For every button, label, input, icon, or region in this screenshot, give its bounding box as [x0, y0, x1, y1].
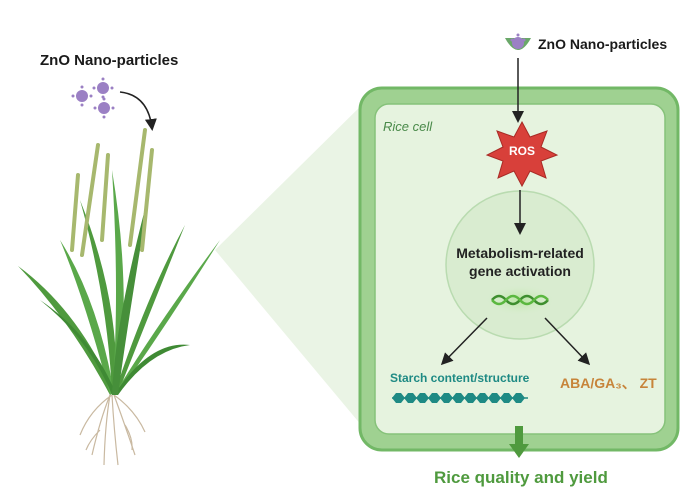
ros-burst — [485, 120, 559, 188]
hormone-label: ABA/GA₃、 ZT — [560, 375, 657, 391]
nucleus-label: Metabolism-related gene activation — [440, 244, 600, 280]
arrow-to-hormones — [544, 317, 591, 366]
ros-label: ROS — [508, 144, 535, 158]
rice-cell-label: Rice cell — [383, 119, 433, 134]
output-arrow-icon — [509, 426, 529, 458]
nucleus-label-line2: gene activation — [469, 263, 571, 279]
nanoparticle-entry-icon — [505, 33, 531, 50]
starch-chain-icon — [392, 393, 528, 403]
dna-icon — [484, 284, 556, 316]
nanoparticle-cluster-icon — [71, 77, 115, 119]
zoom-wedge — [215, 95, 372, 438]
rice-plant-icon — [18, 128, 220, 466]
left-title: ZnO Nano-particles — [40, 52, 179, 69]
nucleus-label-line1: Metabolism-related — [456, 245, 584, 261]
arrow-particles-to-plant — [119, 91, 157, 131]
arrow-to-starch — [440, 317, 488, 366]
top-title: ZnO Nano-particles — [538, 36, 668, 52]
starch-label: Starch content/structure — [390, 371, 530, 385]
output-label: Rice quality and yield — [434, 468, 608, 487]
